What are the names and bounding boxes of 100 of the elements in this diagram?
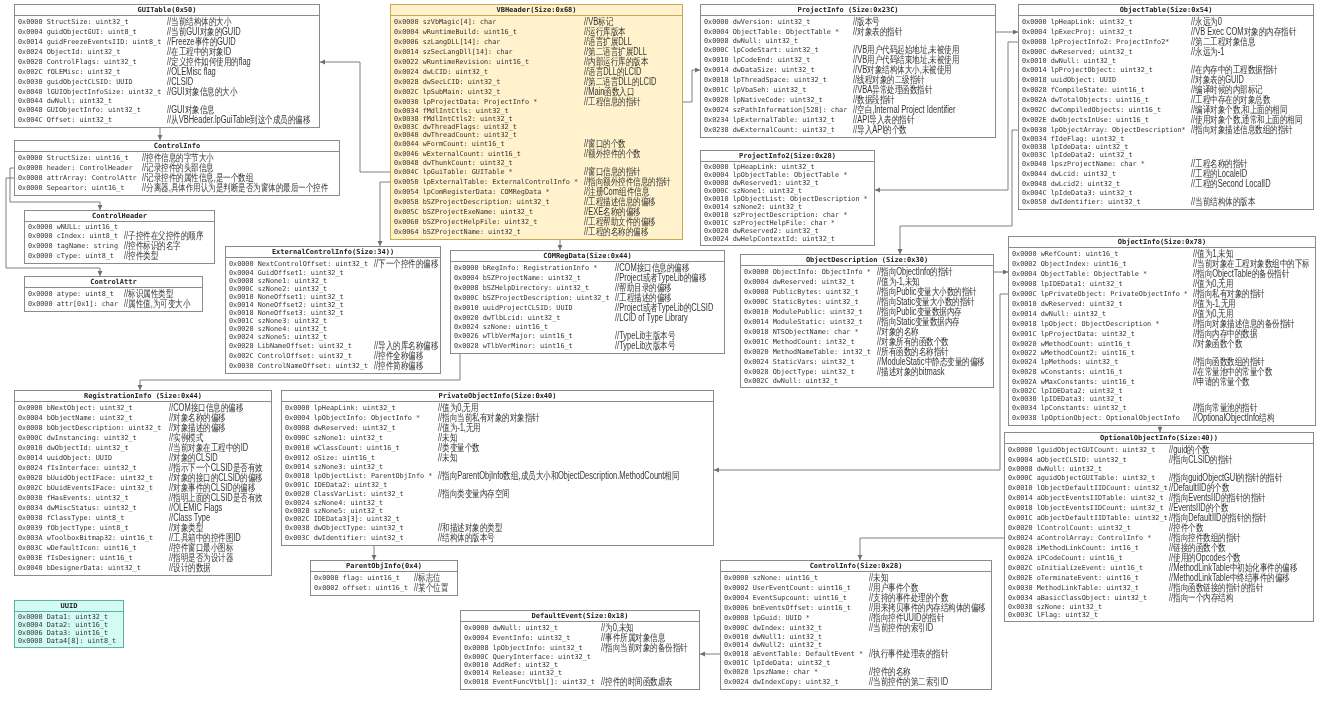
- field-comment: //指向额外控件信息的指针: [584, 177, 671, 187]
- field-comment: //OLEMIC Flags: [169, 503, 223, 513]
- field-comment: //指示下一个CLSID是否有效: [169, 463, 263, 473]
- field-comment: //guid的个数: [1169, 445, 1210, 455]
- field-comment: //使用对象个数,通常和上面的相同: [1191, 115, 1303, 125]
- field-comment: //版本号: [853, 17, 880, 27]
- field-comment: //GUI对象信息: [167, 105, 215, 115]
- field-comment: //指向EventsIID的指针的指针: [1169, 493, 1266, 503]
- field-comment: //窗口的个数: [584, 139, 626, 149]
- field-comment: //指向常量池的指针: [1193, 403, 1258, 413]
- struct-box: [14, 4, 320, 128]
- field-comment: //指向CLSID的指针: [1169, 455, 1233, 465]
- field-comment: //对象函数个数: [1193, 339, 1243, 349]
- field-comment: //COM接口信息的偏移: [169, 403, 244, 413]
- field-comment: //支持的事件处理的个数: [869, 593, 949, 603]
- field-comment: //编译时候的内部标记: [1191, 85, 1263, 95]
- field-comment: //控件的名称: [869, 667, 911, 677]
- field-comment: //属性值,为可变大小: [124, 299, 191, 309]
- field-comment: //未知: [869, 573, 889, 583]
- field-comment: //LCID of Type Library: [615, 313, 688, 323]
- field-comment: //指向Static变量大小数的指针: [877, 297, 975, 307]
- field-comment: //使用的Opcodes个数: [1169, 553, 1241, 563]
- field-comment: //数据段指针: [853, 95, 895, 105]
- struct-box: [14, 600, 124, 648]
- struct-box: [1008, 236, 1316, 426]
- field-comment: //值为1,未知: [1193, 249, 1234, 259]
- field-comment: //对象所有的函数个数: [877, 337, 949, 347]
- field-comment: //工程中存在的对象总数: [1191, 95, 1271, 105]
- field-comment: //空白,Internal Project Identifier: [853, 105, 956, 115]
- field-comment: //内部运行库的版本: [584, 57, 649, 67]
- struct-box: [390, 4, 683, 240]
- field-comment: //窗口信息的指针: [584, 167, 641, 177]
- field-comment: //指明是否为设计器: [169, 553, 234, 563]
- struct-box: [700, 4, 996, 138]
- field-comment: //为0,未知: [601, 623, 634, 633]
- field-comment: //指向控件数组的指针: [1169, 533, 1241, 543]
- field-comment: //指向ObjectTable的备份指针: [1193, 269, 1290, 279]
- field-comment: //对象类型: [169, 523, 204, 533]
- field-comment: //工程的LocaleID: [1191, 169, 1248, 179]
- field-comment: //当前控件的第二索引ID: [869, 677, 949, 687]
- field-comment: //描述对象的bitmask: [877, 367, 945, 377]
- field-comment: //实例模式: [169, 433, 204, 443]
- field-comment: //工程帮助文件的偏移: [584, 217, 656, 227]
- field-comment: //控件信息的字节大小: [142, 153, 214, 163]
- field-comment: //指向当前对象的备份指针: [601, 643, 688, 653]
- field-comment: //类变量个数: [438, 443, 480, 453]
- field-comment: //MethodLinkTable中初始化事件的偏移: [1169, 563, 1298, 573]
- field-comment: //指向控件UUID的指针: [869, 613, 944, 623]
- field-comment: //值为-1,无用: [1193, 299, 1236, 309]
- field-comment: //结构体的版本号: [438, 533, 495, 543]
- field-comment: //OptionalObjectInfo结构: [1193, 413, 1275, 423]
- struct-box: [24, 276, 203, 312]
- field-comment: //指向内存中的数据: [1193, 329, 1258, 339]
- field-comment: //注册Com组件信息: [584, 187, 649, 197]
- field-comment: //指向对象描述信息数组的指针: [1191, 125, 1293, 135]
- field-comment: //对象名称的偏移: [169, 413, 226, 423]
- field-comment: //控件简称偏移: [374, 361, 424, 371]
- field-comment: //下一个控件的偏移: [374, 259, 439, 269]
- field-comment: //对象的CLSID: [169, 453, 218, 463]
- field-comment: //MethodLinkTable中终结事件的偏移: [1169, 573, 1290, 583]
- field-comment: //指明上面的CLSID是否有效: [169, 493, 263, 503]
- field-comment: //Project或者TypeLib的CLSID: [615, 303, 714, 313]
- field-comment: //值为-1,无用: [438, 423, 481, 433]
- field-comment: //Class Type: [169, 513, 211, 523]
- field-comment: //导入API的个数: [853, 125, 907, 135]
- field-comment: //ModuleStatic中静态变量的偏移: [877, 357, 985, 367]
- field-comment: //标识属性类型: [124, 289, 174, 299]
- field-comment: //对象的接口的CLSID的偏移: [169, 473, 263, 483]
- field-comment: //控件全称偏移: [374, 351, 424, 361]
- field-comment: //工程的名称的偏移: [584, 227, 649, 237]
- field-comment: //CLSID: [167, 77, 194, 87]
- field-comment: //控件个数: [1169, 523, 1204, 533]
- field-comment: //当前控件的索引ID: [869, 623, 934, 633]
- field-comment: //控件标识的名字: [124, 241, 181, 251]
- struct-box: [14, 140, 340, 196]
- field-comment: //导入的库名称偏移: [374, 341, 439, 351]
- struct-box: [281, 390, 714, 546]
- field-comment: //工程名称的指针: [1191, 159, 1248, 169]
- field-comment: //指向Static变量数据内存: [877, 317, 960, 327]
- struct-box: [1004, 432, 1314, 622]
- field-comment: //当前GUI对象的GUID: [167, 27, 241, 37]
- field-comment: //用来拷贝事件的内存结构体的偏移: [869, 603, 986, 613]
- field-comment: //指向当前私有对象的对象指针: [438, 413, 540, 423]
- field-comment: //在常量池中的常量个数: [1193, 367, 1273, 377]
- field-comment: //和描述对象的类型: [438, 523, 503, 533]
- field-comment: //设计的数据: [169, 563, 211, 573]
- field-comment: //工具箱中的控件图ID: [169, 533, 241, 543]
- field-comment: //对象表的GUID: [1191, 75, 1244, 85]
- field-comment: //额外控件的个数: [584, 149, 641, 159]
- field-comment: //对象表的指针: [853, 27, 903, 37]
- field-comment: //TypeLib次版本号: [615, 341, 676, 351]
- struct-box: [225, 246, 441, 374]
- field-comment: //指向Public变量数据内存: [877, 307, 962, 317]
- field-comment: //标志位: [414, 573, 441, 583]
- field-comment: //语言扩展DLL: [584, 37, 632, 47]
- field-comment: //分离器,具体作用认为是判断是否为窗体的最后一个控件: [142, 183, 329, 193]
- field-comment: //指向DefaultIID的指针的指针: [1169, 513, 1267, 523]
- field-comment: //对象描述的偏移: [169, 423, 226, 433]
- field-comment: //工程描述信息的偏移: [584, 197, 656, 207]
- field-comment: //第二语言DLL的LCID: [584, 77, 657, 87]
